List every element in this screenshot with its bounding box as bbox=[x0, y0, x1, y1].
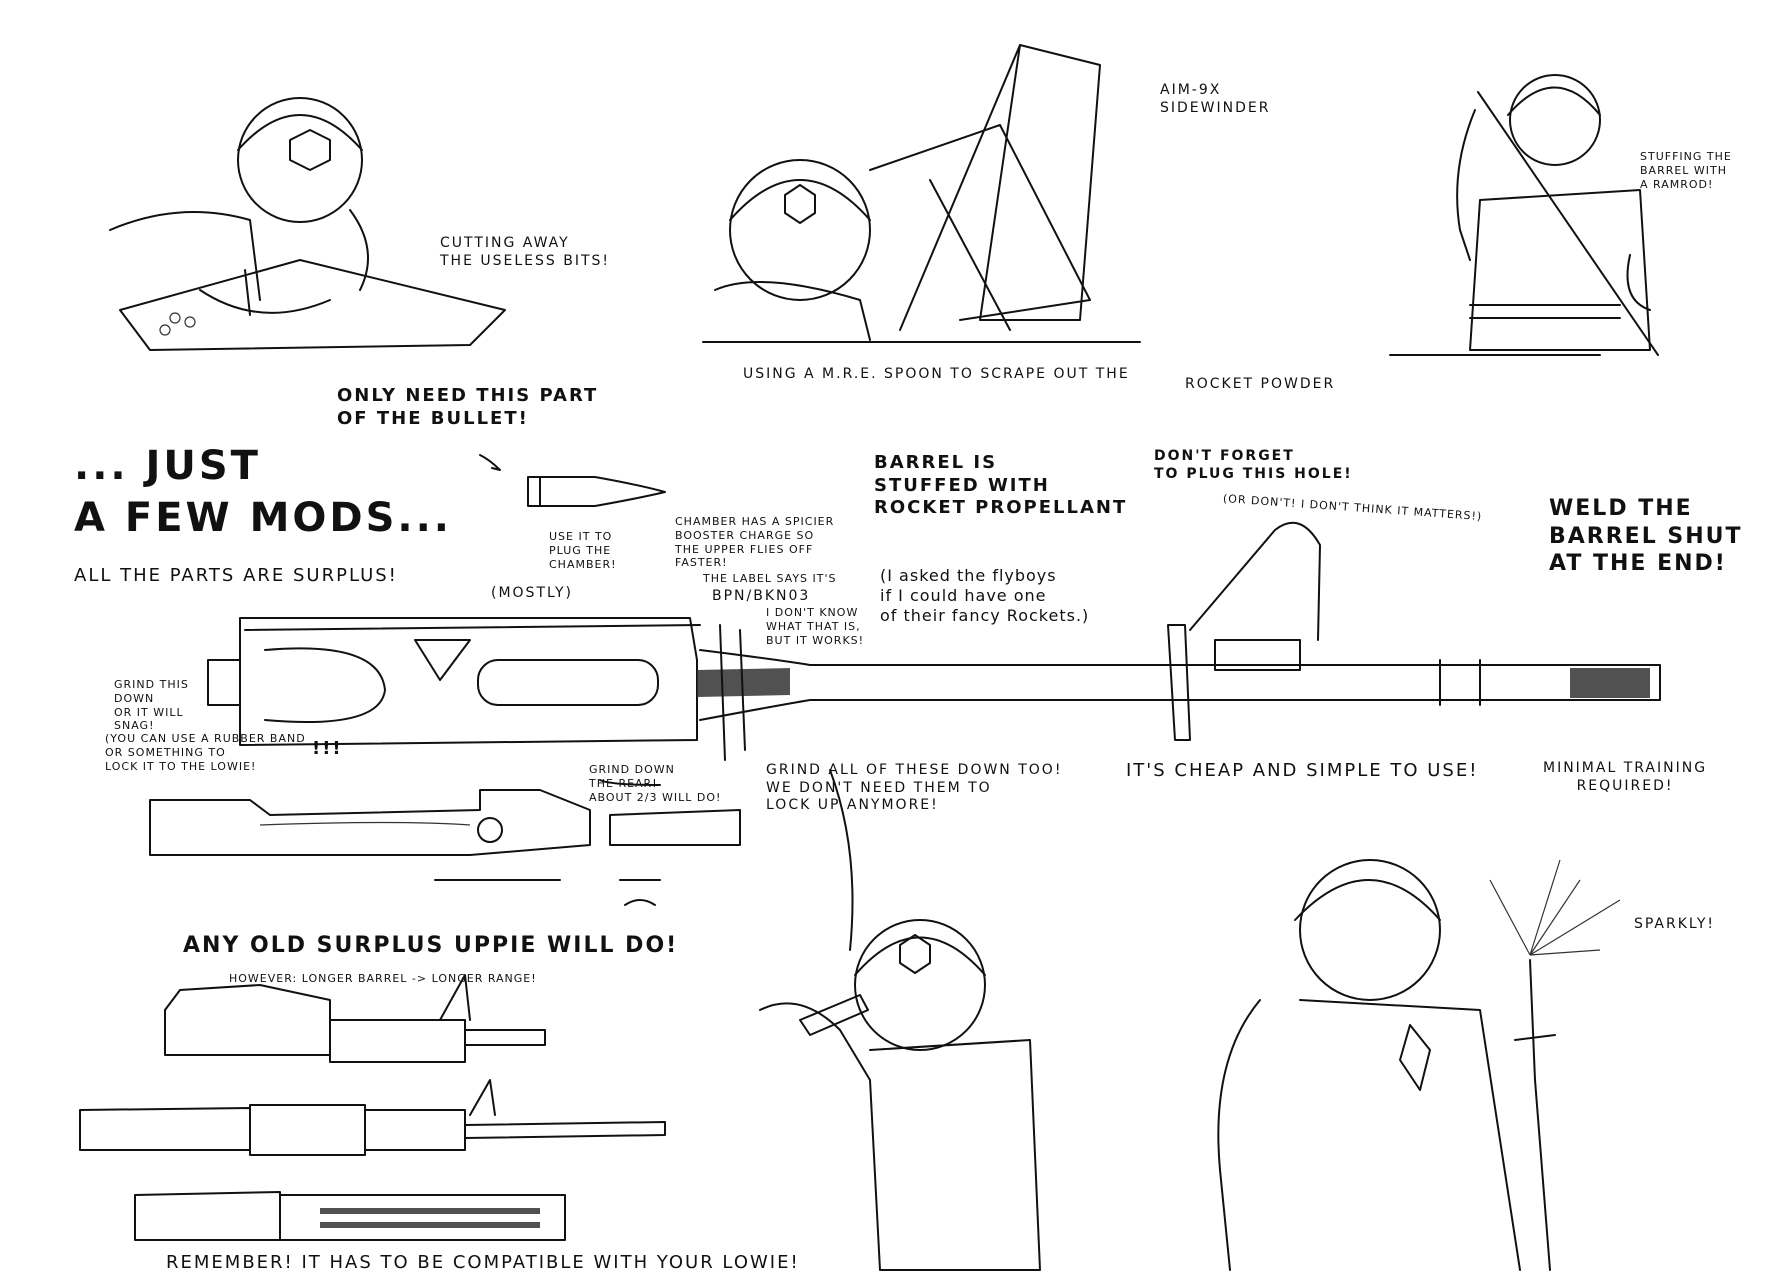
training-caption: Minimal training required! bbox=[1543, 760, 1708, 794]
page-title: ... Just A few mods... bbox=[74, 443, 452, 541]
missile-label: AIM-9X Sidewinder bbox=[1160, 82, 1271, 116]
dont-know-caption: I don't know what that is, but it works! bbox=[766, 606, 865, 647]
cheap-caption: It's cheap and simple to use! bbox=[1126, 760, 1479, 781]
character-with-ramrod bbox=[1389, 74, 1659, 356]
any-uppie-caption: Any old surplus uppie will do! bbox=[183, 933, 679, 958]
exclaim-mark: !!! bbox=[312, 738, 343, 759]
rubber-band-caption: (You can use a rubber band or something … bbox=[105, 732, 306, 773]
label-code: BPN/BKN03 bbox=[712, 588, 811, 604]
character-with-missile bbox=[702, 44, 1141, 343]
sparkly-caption: Sparkly! bbox=[1634, 916, 1716, 932]
surplus-caption: All the parts are surplus! bbox=[74, 565, 398, 586]
remember-caption: Remember! It has to be compatible with y… bbox=[166, 1252, 800, 1273]
upper-receivers-drawing bbox=[79, 974, 666, 1241]
label-says-caption: The label says it's bbox=[703, 572, 837, 585]
flyboys-caption: (I asked the flyboys if I could have one… bbox=[880, 566, 1090, 625]
plug-chamber-caption: Use it to plug the chamber! bbox=[549, 530, 617, 571]
character-grinding bbox=[759, 769, 1041, 1271]
bullet-drawing bbox=[479, 454, 666, 507]
weld-caption: Weld the barrel shut at the end! bbox=[1549, 496, 1743, 576]
however-caption: However: longer barrel -> longer range! bbox=[229, 972, 537, 985]
ramrod-caption: Stuffing the barrel with a ramrod! bbox=[1640, 150, 1732, 191]
character-cutting-bullet bbox=[109, 97, 506, 351]
bolt-carrier-drawing bbox=[149, 789, 741, 906]
mostly-caption: (Mostly) bbox=[491, 585, 573, 601]
cutting-caption: Cutting away the useless bits! bbox=[440, 235, 611, 269]
character-welding bbox=[1217, 859, 1621, 1271]
main-rifle-drawing bbox=[207, 521, 1661, 786]
barrel-stuffed-caption: Barrel is stuffed with rocket propellant bbox=[874, 452, 1128, 518]
chamber-charge-caption: Chamber has a spicier booster charge so … bbox=[675, 515, 835, 570]
rocket-powder-label: rocket powder bbox=[1185, 376, 1336, 392]
grind-all-caption: Grind all of these down too! We don't ne… bbox=[766, 762, 1063, 813]
plug-hole-caption: Don't forget to plug this hole! bbox=[1154, 448, 1353, 482]
spoon-caption: Using a M.R.E. spoon to scrape out the bbox=[743, 366, 1130, 382]
grind-rear-caption: Grind down the rear! About 2/3 will do! bbox=[589, 763, 722, 804]
bullet-caption: Only need this part of the bullet! bbox=[337, 385, 599, 429]
grind-snag-caption: Grind this down or it will snag! bbox=[114, 678, 189, 733]
